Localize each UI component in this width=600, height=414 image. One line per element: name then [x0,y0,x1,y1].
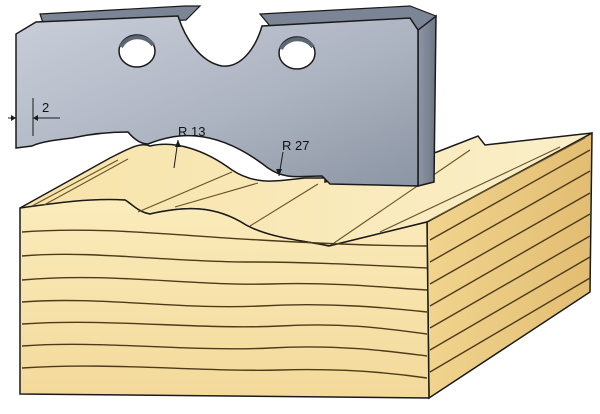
knife-face [15,15,419,187]
dimension-radius-small: R 13 [173,124,205,169]
mounting-hole-right-shadow [279,37,315,51]
cutter-knife [15,5,438,187]
dimension-offset: 2 [8,98,60,136]
dimension-radius-large: R 27 [276,138,309,177]
mounting-hole-right [278,36,316,70]
mounting-hole-left [118,34,156,68]
radius-small-label: R 13 [178,124,205,139]
mounting-hole-left-shadow [119,35,155,49]
radius-large-label: R 27 [282,138,309,153]
side-grain [429,149,591,373]
offset-label: 2 [42,100,49,115]
front-grain [21,229,428,379]
top-grain [31,137,586,244]
knife-thickness [417,14,437,187]
wood-front-face [19,198,430,399]
wood-block [19,131,593,400]
